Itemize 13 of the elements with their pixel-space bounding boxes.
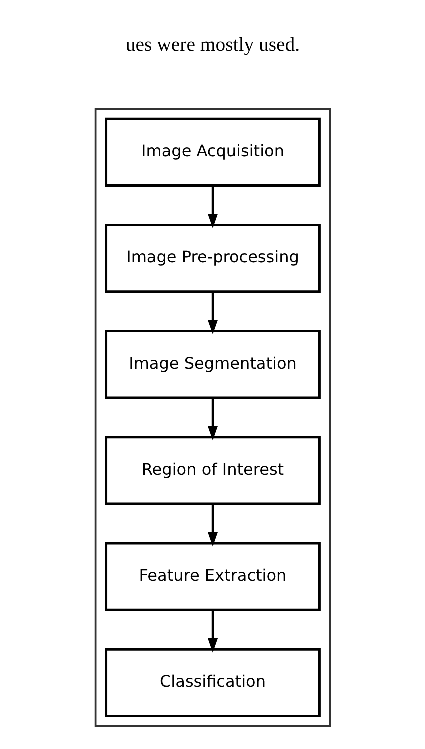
arrow: [207, 504, 218, 547]
arrow: [207, 610, 218, 653]
node-box: Feature Extraction: [104, 542, 320, 612]
cluster: [94, 108, 331, 728]
node-box: Image Segmentation: [104, 330, 320, 400]
node-box: Region of Interest: [104, 436, 320, 506]
arrow: [207, 398, 218, 441]
node-box: Image Acquisition: [104, 118, 320, 187]
node-box: Classification: [104, 648, 320, 718]
label: ues were mostly used.: [125, 34, 300, 56]
node-box: Image Pre-processing: [104, 224, 320, 294]
arrow: [207, 186, 218, 228]
arrow: [207, 292, 218, 335]
